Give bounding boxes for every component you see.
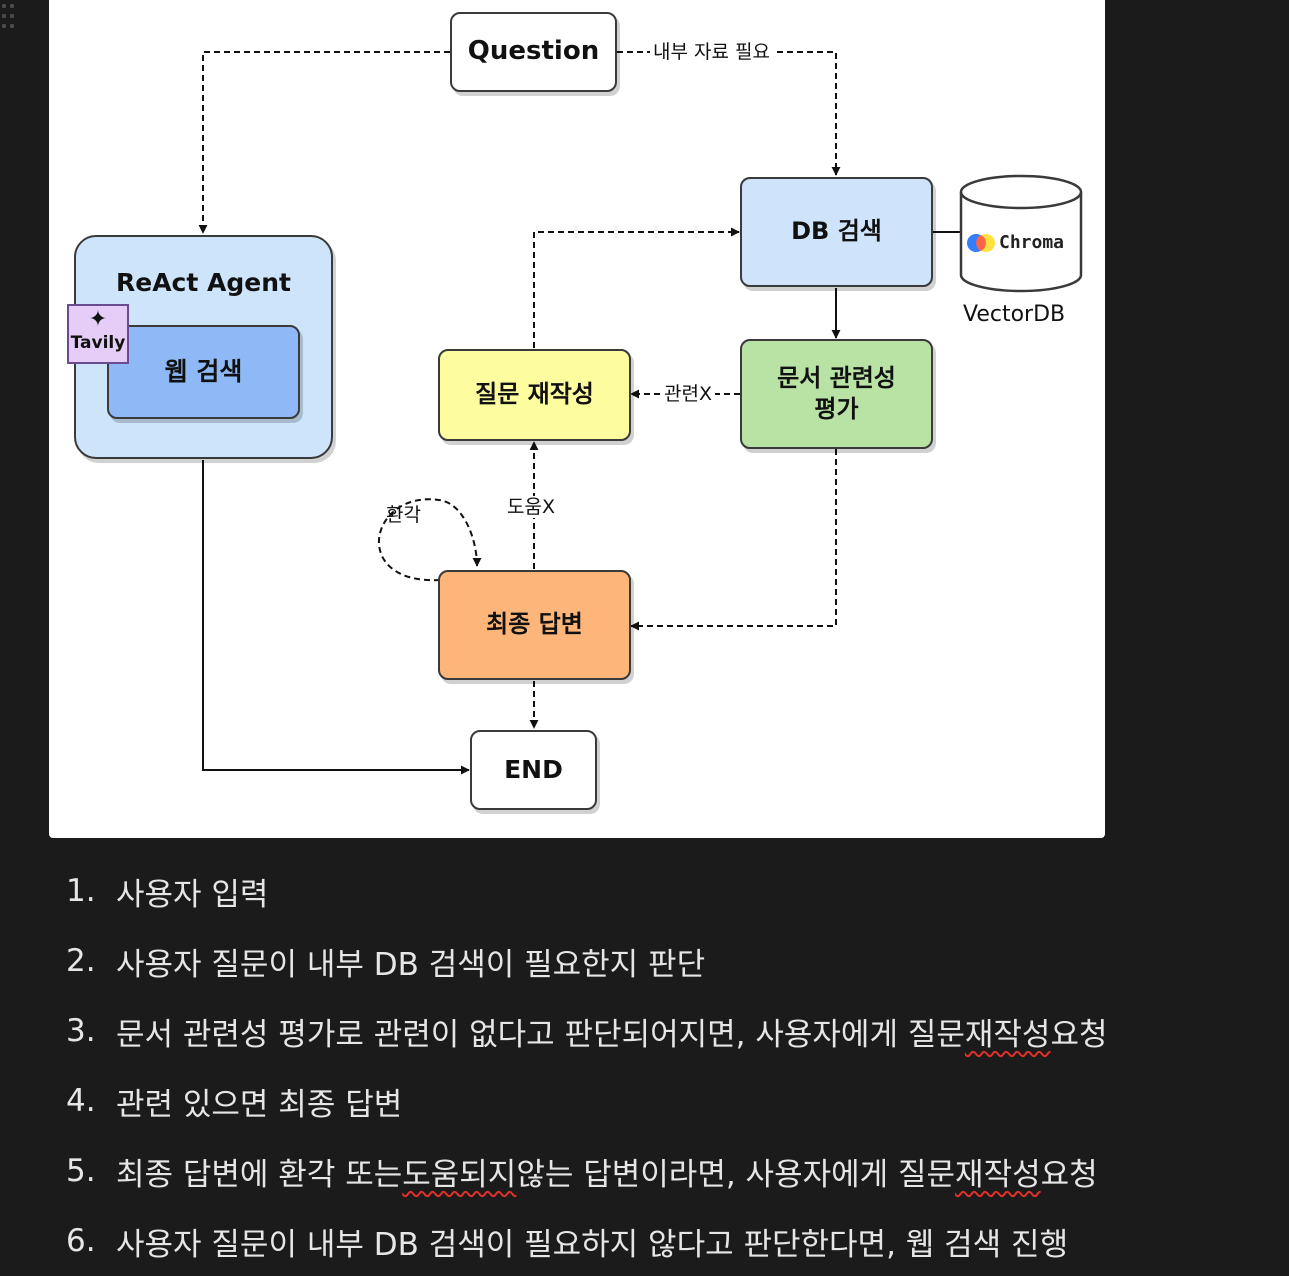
sparkle-icon: ✦ (88, 307, 108, 332)
edge-relevance-to-final (630, 449, 837, 631)
edge-question-to-agent (198, 51, 450, 234)
edge-agent-to-end (202, 460, 470, 775)
web-search-node: 웹 검색 (107, 325, 300, 419)
end-node: END (470, 730, 597, 810)
question-node: Question (450, 12, 617, 92)
spellcheck-underline[interactable]: 재작성 (964, 1016, 1051, 1053)
spellcheck-underline[interactable]: 재작성 (955, 1156, 1041, 1193)
db-search-node: DB 검색 (740, 177, 933, 287)
edge-rewrite-to-db (533, 227, 740, 348)
edge-label-not-relevant: 관련X (661, 383, 715, 405)
flow-diagram: Question ReAct Agent 웹 검색 ✦ Tavily DB 검색… (49, 0, 1105, 838)
edge-question-to-db (617, 51, 841, 176)
edge-label-not-helpful: 도움X (504, 496, 558, 518)
edge-hallucination-loop (377, 498, 482, 582)
list-item: 6.사용자 질문이 내부 DB 검색이 필요하지 않다고 판단한다면, 웹 검색… (66, 1223, 1069, 1263)
list-item: 2.사용자 질문이 내부 DB 검색이 필요한지 판단 (66, 943, 706, 983)
chroma-label: Chroma (999, 232, 1065, 253)
list-item: 3.문서 관련성 평가로 관련이 없다고 판단되어지면, 사용자에게 질문 재작… (66, 996, 1107, 1066)
list-item: 4.관련 있으면 최종 답변 (66, 1083, 403, 1123)
vectordb-label: VectorDB (963, 302, 1066, 327)
list-item: 5.최종 답변에 환각 또는 도움되지 않는 답변이라면, 사용자에게 질문 재… (66, 1136, 1107, 1206)
vectordb-cylinder (959, 174, 1083, 293)
chroma-logo-icon (967, 234, 995, 252)
edge-label-hallucination: 환각 (386, 504, 421, 526)
tavily-logo: ✦ Tavily (67, 304, 129, 364)
list-item: 1.사용자 입력 (66, 873, 269, 913)
drag-handle[interactable] (0, 0, 18, 40)
steps-list: 1.사용자 입력 2.사용자 질문이 내부 DB 검색이 필요한지 판단 3.문… (66, 856, 1107, 1276)
doc-relevance-node: 문서 관련성 평가 (740, 339, 933, 449)
rewrite-node: 질문 재작성 (438, 349, 631, 441)
spellcheck-underline[interactable]: 도움되지 (402, 1156, 517, 1193)
final-answer-node: 최종 답변 (438, 570, 631, 680)
edge-label-needs-internal: 내부 자료 필요 (650, 41, 773, 63)
